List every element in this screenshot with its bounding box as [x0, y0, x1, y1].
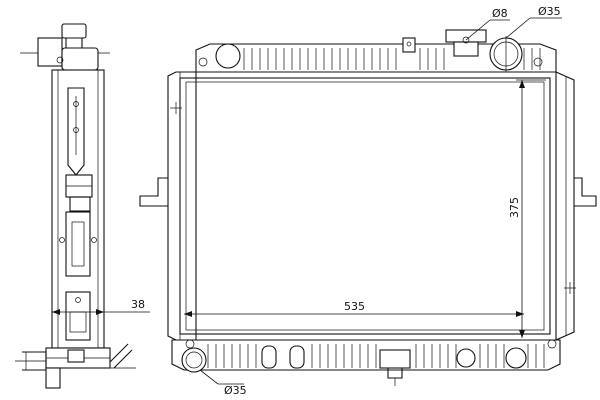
width-dimension-label: 535 [344, 300, 365, 313]
front-view: Ø8 Ø35 375 535 [139, 5, 597, 397]
top-right-bolt [533, 57, 543, 67]
radiator-core-inner [185, 81, 545, 331]
top-left-bolt [198, 57, 208, 67]
filler-cap [445, 29, 487, 43]
side-upper-hole-2 [73, 127, 79, 133]
inlet-leader-line [505, 17, 531, 39]
side-lower-inner [71, 221, 85, 267]
height-arrow-top [519, 80, 525, 88]
drain-valve [379, 349, 411, 369]
left-side-frame [167, 71, 197, 341]
side-clip [56, 56, 64, 64]
side-lower-strip [65, 211, 91, 277]
outlet-pipe [181, 347, 207, 373]
width-arrow-right [516, 311, 524, 317]
side-drain-tube-2 [113, 349, 133, 369]
bottom-boss-1 [261, 345, 277, 369]
filler-neck [453, 41, 479, 57]
width-arrow-left [184, 311, 192, 317]
side-drain-plug [45, 367, 61, 389]
outlet-pipe-inner [185, 351, 203, 369]
side-drain-tube [109, 343, 129, 363]
side-radiator-cap [61, 23, 87, 39]
depth-dimension-label: 38 [131, 298, 145, 311]
inlet-diameter-label: Ø35 [538, 5, 561, 18]
height-dimension-label: 375 [508, 197, 521, 218]
side-view: 38 [15, 23, 150, 389]
side-mid-bracket-lower [69, 196, 91, 212]
top-sensor-hole [406, 41, 412, 47]
side-cap-housing [61, 47, 99, 71]
side-tank-body [51, 69, 105, 349]
right-mount-bracket [574, 177, 597, 207]
side-bottom-inner [69, 311, 87, 333]
side-lower-hole-right [91, 237, 97, 243]
cap-leader-line [465, 19, 491, 41]
bottom-right-bolt [547, 339, 557, 349]
side-filler-block [37, 37, 63, 67]
cap-size-label: Ø8 [492, 7, 508, 20]
filler-cap-hole [462, 36, 470, 44]
left-mount-bracket [139, 177, 168, 207]
side-upper-strip [67, 87, 85, 176]
side-bottom-boss [67, 349, 85, 363]
bottom-left-bolt [185, 339, 195, 349]
side-lower-hole-left [59, 237, 65, 243]
side-upper-hole [73, 101, 79, 107]
radiator-core [179, 77, 551, 335]
bottom-boss-4 [505, 347, 527, 369]
bottom-tank-fins [207, 344, 545, 368]
outlet-leader-line [199, 369, 219, 385]
bottom-tank [171, 339, 561, 371]
outlet-diameter-label: Ø35 [224, 384, 247, 397]
side-bottom-bracket [65, 291, 91, 341]
top-tank-boss [215, 43, 241, 69]
top-sensor [402, 37, 416, 53]
bottom-boss-2 [289, 345, 305, 369]
depth-arrow-left [52, 309, 60, 315]
side-bottom-hole [75, 297, 81, 303]
top-tank-fins [243, 48, 541, 70]
right-side-frame [555, 71, 575, 341]
height-arrow-bottom [519, 330, 525, 338]
bottom-boss-3 [456, 348, 476, 368]
depth-arrow-right [96, 309, 104, 315]
